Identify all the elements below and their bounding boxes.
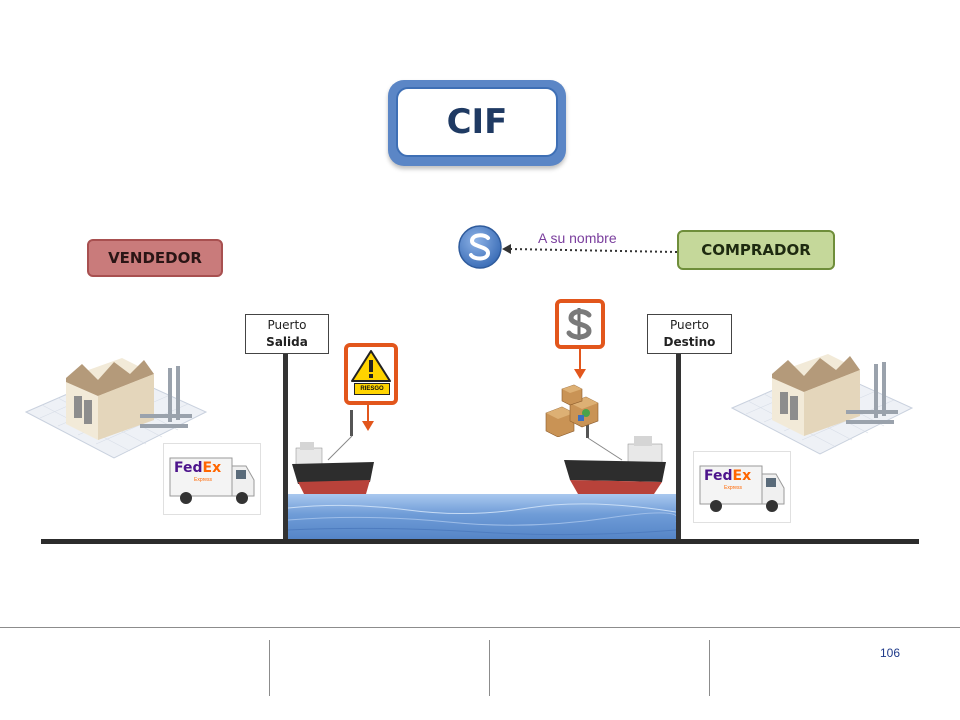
riesgo-label: RIESGO [354, 383, 390, 395]
fedex-fed-text: Fed [704, 468, 733, 484]
fedex-ex-text: Ex [732, 468, 752, 484]
comprador-label: COMPRADOR [677, 230, 835, 270]
footer-divider [269, 640, 270, 696]
page-title: CIF [396, 87, 558, 157]
port-salida-pole [283, 354, 288, 542]
fedex-fed-text: Fed [174, 460, 203, 476]
port-salida-line2: Salida [266, 335, 308, 349]
fedex-truck-icon: FedEx Express [163, 443, 261, 515]
port-destino-sign: Puerto Destino [647, 314, 732, 354]
s-insurance-icon [458, 225, 502, 269]
port-destino-pole [676, 354, 681, 542]
page-number: 106 [880, 646, 901, 660]
ship-icon [292, 410, 374, 494]
factory-icon [730, 354, 914, 455]
fedex-ex-text: Ex [202, 460, 222, 476]
risk-arrow [362, 401, 374, 431]
cost-arrow [574, 345, 586, 379]
risk-callout: RIESGO [344, 343, 398, 405]
fedex-express-text: Express [724, 485, 743, 491]
port-destino-line2: Destino [663, 335, 716, 349]
vendedor-label: VENDEDOR [87, 239, 223, 277]
port-destino-line1: Puerto [670, 318, 709, 332]
factory-icon [24, 358, 208, 459]
a-su-nombre-label: A su nombre [538, 230, 617, 246]
ground-line [41, 539, 919, 544]
port-salida-line1: Puerto [267, 318, 307, 332]
cost-callout [555, 299, 605, 349]
fedex-truck-icon: FedEx Express [693, 451, 791, 523]
warning-sign-icon [351, 350, 391, 382]
footer-divider [709, 640, 710, 696]
boxes-icon [545, 384, 599, 437]
footer-divider [489, 640, 490, 696]
footer-rule [0, 627, 960, 628]
dotted-arrow [502, 244, 678, 254]
sea-water [288, 494, 676, 539]
port-salida-sign: Puerto Salida [245, 314, 329, 354]
dollar-sign-icon [566, 308, 592, 340]
fedex-express-text: Express [194, 477, 213, 483]
ship-icon [564, 412, 666, 494]
